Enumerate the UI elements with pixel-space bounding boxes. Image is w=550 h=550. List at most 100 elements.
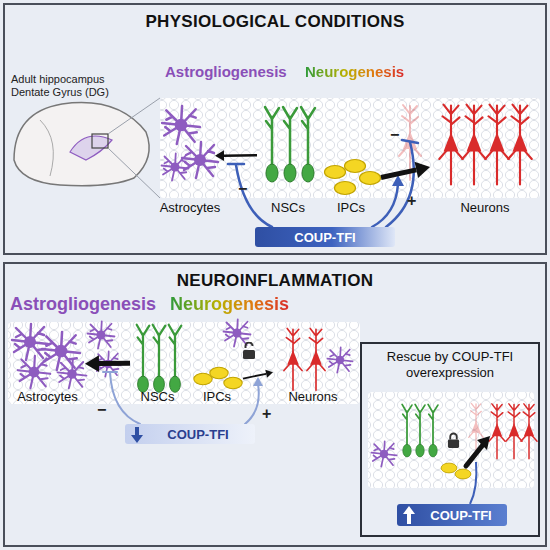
brain-sketch bbox=[108, 98, 160, 198]
astrocyte-cells bbox=[182, 142, 218, 178]
astrocyte-cells bbox=[162, 106, 219, 180]
cell-label: NSCs bbox=[141, 389, 175, 404]
process-heading: Astrogliogenesis bbox=[165, 63, 287, 80]
neuron-cells bbox=[521, 404, 537, 459]
regulation-lines bbox=[392, 175, 404, 186]
astrocyte-cells bbox=[224, 320, 251, 347]
regulation-lines bbox=[103, 372, 263, 424]
connector-arrow bbox=[215, 150, 257, 161]
connector-arrow bbox=[381, 162, 430, 178]
regulation-lines bbox=[372, 184, 398, 227]
ipc-cells bbox=[441, 463, 471, 479]
cell-group: Neurons bbox=[430, 95, 540, 215]
cell-group: NSCs bbox=[130, 322, 185, 404]
nsc-cells bbox=[283, 107, 297, 182]
effect-sign: − bbox=[238, 181, 247, 197]
astrocyte-cells bbox=[42, 332, 80, 370]
ipc-cells bbox=[345, 160, 366, 173]
connector-line bbox=[381, 170, 416, 178]
cell-group: IPCs bbox=[321, 153, 381, 215]
process-heading: Astrogliogenesis bbox=[10, 294, 156, 315]
regulation-lines bbox=[245, 384, 259, 424]
ipc-cells bbox=[194, 367, 242, 388]
neuron-cells bbox=[307, 328, 325, 390]
panel-title: PHYSIOLOGICAL CONDITIONS bbox=[5, 12, 545, 32]
tissue-band bbox=[160, 98, 540, 198]
down-arrow bbox=[131, 435, 143, 443]
neurogenesis-arrow bbox=[466, 446, 482, 466]
brain-sketch bbox=[40, 120, 53, 176]
tissue-band bbox=[368, 392, 534, 488]
arrow-head bbox=[215, 150, 224, 161]
astrocyte-cells bbox=[58, 360, 87, 389]
regulation-lines bbox=[228, 163, 244, 166]
faded-neuron bbox=[399, 105, 421, 180]
cell-label: IPCs bbox=[337, 200, 365, 215]
ipc-cells bbox=[455, 469, 471, 479]
factor-band: COUP-TFI bbox=[397, 504, 507, 526]
regulation-line bbox=[470, 462, 476, 504]
ipc-cells bbox=[224, 377, 242, 388]
ipc-cells bbox=[441, 463, 457, 473]
connector-line bbox=[224, 154, 257, 157]
nsc-cells bbox=[428, 404, 438, 457]
neuron-cells bbox=[439, 105, 462, 185]
neurogenesis-arrow bbox=[477, 436, 490, 450]
ipc-cells bbox=[335, 182, 356, 195]
ipc-cells bbox=[210, 367, 228, 378]
regulation-lines bbox=[236, 165, 272, 227]
tissue-band bbox=[8, 322, 360, 404]
nsc-cells bbox=[402, 404, 438, 457]
regulation-lines bbox=[228, 140, 418, 227]
regulation-lines bbox=[110, 372, 140, 424]
cell-label: Astrocytes bbox=[160, 200, 221, 215]
cell-label: IPCs bbox=[203, 389, 231, 404]
nsc-cells bbox=[137, 325, 150, 393]
factor-label: COUP-TFI bbox=[167, 427, 228, 442]
up-arrow bbox=[407, 513, 411, 524]
neuron-cells bbox=[439, 105, 531, 185]
astrocyte-cell bbox=[371, 441, 396, 466]
regulation-lines bbox=[386, 142, 414, 227]
factor-band: COUP-TFI bbox=[255, 227, 395, 247]
cell-group: Astrocytes bbox=[10, 324, 85, 404]
connector-line bbox=[243, 374, 266, 379]
cell-label: Neurons bbox=[460, 200, 509, 215]
astrocyte-cells bbox=[162, 106, 200, 144]
ipc-cells bbox=[360, 172, 381, 185]
nsc-cells bbox=[415, 404, 425, 457]
ipc-cells bbox=[325, 160, 381, 195]
effect-sign: − bbox=[97, 402, 106, 418]
regulation-lines bbox=[103, 371, 117, 373]
astrocyte-cells bbox=[162, 154, 189, 181]
neuron-cells bbox=[485, 105, 508, 185]
faded-neuron bbox=[469, 403, 484, 453]
up-arrow bbox=[403, 506, 415, 524]
astrocyte-cells bbox=[18, 356, 50, 388]
neuron-cells bbox=[462, 105, 485, 185]
brain-sketch bbox=[92, 134, 108, 148]
neuron-cells bbox=[489, 404, 505, 459]
factor-band: COUP-TFI bbox=[125, 424, 255, 444]
brain-sketch bbox=[70, 136, 112, 160]
ipc-cells bbox=[194, 373, 212, 384]
neurogenesis-arrow bbox=[466, 436, 490, 466]
down-arrow bbox=[135, 427, 139, 436]
process-heading: Neurogenesis bbox=[170, 294, 289, 315]
nsc-cells bbox=[301, 107, 315, 182]
cell-label: Astrocytes bbox=[17, 389, 78, 404]
cell-label: Neurons bbox=[288, 389, 337, 404]
rescue-box: Rescue by COUP-TFI overexpressionCOUP-TF… bbox=[360, 342, 540, 537]
nsc-cells bbox=[402, 404, 412, 457]
cell-group: IPCs bbox=[191, 364, 243, 404]
box-heading: Rescue by COUP-TFI overexpression bbox=[368, 349, 532, 381]
ipc-cells bbox=[325, 166, 346, 179]
astrocyte-cells bbox=[12, 320, 353, 389]
effect-sign: − bbox=[390, 127, 399, 143]
neuron-cells bbox=[284, 328, 302, 390]
astrocyte-cells bbox=[88, 322, 115, 349]
condition-panel: NEUROINFLAMMATIONAstrocytesNSCsIPCsNeuro… bbox=[3, 262, 547, 547]
regulation-lines bbox=[253, 377, 263, 386]
brain-sketch bbox=[14, 103, 149, 186]
